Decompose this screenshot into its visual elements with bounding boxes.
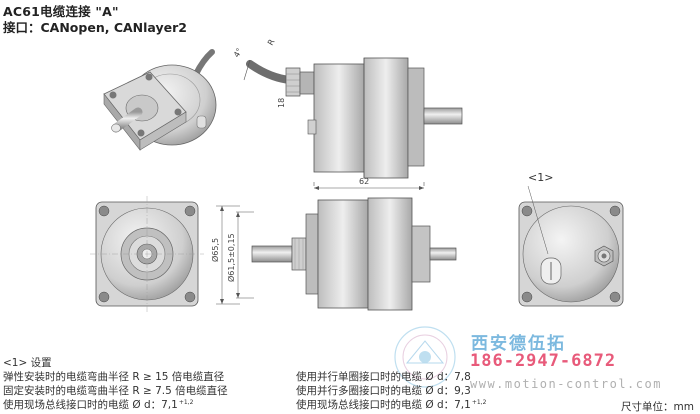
dimension-cable: 18 [277, 98, 286, 108]
isometric-view [103, 49, 217, 151]
watermark-url: www.motion-control.com [470, 377, 662, 391]
side-view [243, 57, 463, 190]
note-right-1: 使用并行单圈接口时的电缆 Ø d：7,8 [296, 371, 471, 383]
note-left-3: 使用现场总线接口时的电缆 Ø d：7,1+1,2 [3, 398, 194, 412]
rear-view [518, 185, 624, 307]
note-right-2: 使用并行多圈接口时的电缆 Ø d：9,3 [296, 385, 471, 397]
dimension-bend-radius: R [266, 37, 277, 47]
watermark-logo [394, 326, 456, 388]
note-left-1: 弹性安装时的电缆弯曲半径 R ≥ 15 倍电缆直径 [3, 371, 225, 383]
watermark-phone: 186-2947-6872 [470, 351, 617, 371]
note-right-3: 使用现场总线接口时的电缆 Ø d：7,1+1,2 [296, 398, 487, 412]
callout-label: <1> [528, 171, 554, 184]
interface-subtitle: 接口：CANopen, CANlayer2 [3, 20, 187, 35]
note-left-2: 固定安装时的电缆弯曲半径 R ≥ 7.5 倍电缆直径 [3, 385, 228, 397]
dimension-outer-diameter: Ø65,5 [210, 238, 220, 262]
dimension-bend-angle: 4° [232, 47, 244, 59]
watermark-company: 西安德伍拓 [471, 334, 566, 354]
dimension-flange-diameter: Ø61,5±0,15 [226, 233, 236, 282]
notes-heading: <1> 设置 [3, 357, 52, 369]
front-view [90, 196, 204, 312]
diagram-title: AC61电缆连接 "A" [3, 4, 119, 19]
bottom-side-view [216, 197, 457, 311]
dimension-length: 62 [359, 177, 369, 186]
units-label: 尺寸单位：mm [621, 401, 694, 413]
